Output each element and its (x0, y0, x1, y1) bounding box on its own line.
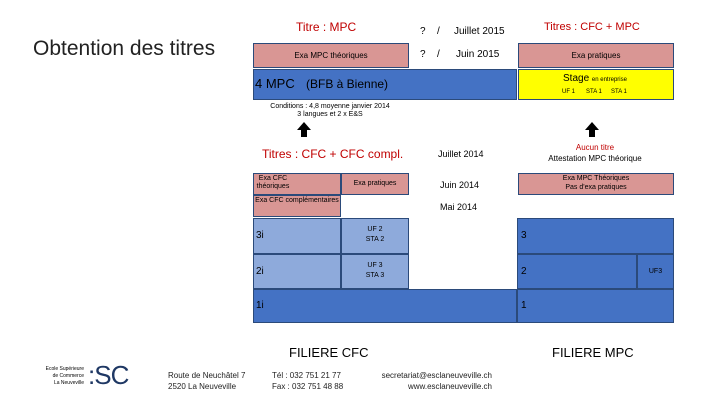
footer-contact: secretariat@esclaneuveville.ch www.escla… (360, 370, 492, 392)
footer-phone: Tél : 032 751 21 77 Fax : 032 751 48 88 (272, 370, 343, 392)
year4-mpc-place: (BFB à Bienne) (306, 77, 389, 91)
cfc-mpc-practical-box (518, 43, 674, 68)
fax-text: Fax : 032 751 48 88 (272, 382, 344, 391)
filiere-mpc-label: FILIERE MPC (552, 345, 634, 360)
cfc-row-3i-sta: STA 2 (365, 236, 385, 243)
no-title-exa-line2: Pas d'exa pratiques (565, 184, 627, 191)
cfc-row-1i (253, 289, 517, 323)
cfc-compl-title: Titres : CFC + CFC compl. (262, 147, 404, 161)
mpc-row-3 (517, 218, 674, 254)
mpc-theoretical-exams-label: Exa MPC théoriques (294, 51, 368, 60)
conditions-line1: Conditions : 4,8 moyenne janvier 2014 (270, 103, 390, 110)
mpc-row-1-label: 1 (521, 300, 527, 311)
phone-text: Tél : 032 751 21 77 (272, 371, 341, 380)
logo-line1: Ecole Supérieure (45, 366, 84, 372)
logo-mark: :SC (88, 360, 129, 390)
mpc-date-q2: ? (420, 49, 426, 60)
cfc-row-2i-stage (341, 254, 409, 289)
cfc-row-3i (253, 218, 341, 254)
mpc-row-2 (517, 254, 637, 289)
cfc-mpc-title: Titres : CFC + MPC (544, 21, 640, 33)
exa-cfc-theoretical-label: Exa CFC théoriques (256, 175, 290, 190)
stage-label: Stage en entreprise (563, 73, 627, 84)
cfc-row-1i-label: 1i (256, 300, 264, 311)
mpc-row-2-label: 2 (521, 266, 527, 277)
exa-cfc-complementary-label: Exa CFC complémentaires (255, 197, 339, 204)
mpc-row-3-label: 3 (521, 230, 527, 241)
mpc-date-q1: ? (420, 26, 426, 37)
no-title-line2: Attestation MPC théorique (548, 154, 642, 163)
address-line1: Route de Neuchâtel 7 (168, 371, 246, 380)
stage-title: Stage (563, 73, 590, 84)
filiere-cfc-label: FILIERE CFC (289, 345, 369, 360)
mpc-row-2-uf: UF3 (648, 268, 663, 275)
mpc-theoretical-exams-box (253, 43, 409, 68)
exa-practical-label: Exa pratiques (353, 180, 397, 187)
mpc-date-july: Juillet 2015 (454, 26, 505, 37)
cfc-row-2i (253, 254, 341, 289)
cfc-row-2i-uf: UF 3 (367, 262, 383, 269)
no-title-exa-box (518, 173, 674, 195)
cfc-row-3i-uf: UF 2 (367, 226, 383, 233)
page-title: Obtention des titres (33, 37, 216, 60)
stage-box (518, 69, 674, 100)
mpc-date-june: Juin 2015 (456, 49, 500, 60)
logo-line3: La Neuveville (53, 380, 84, 386)
web-link[interactable]: www.esclaneuveville.ch (407, 382, 492, 391)
mpc-row-2-uf3-box (637, 254, 674, 289)
address-line2: 2520 La Neuveville (168, 382, 237, 391)
cfc-row-3i-stage (341, 218, 409, 254)
exa-cfc-theoretical-box (253, 173, 341, 195)
mpc-date-slash1: / (437, 26, 440, 37)
stage-sta1a: STA 1 (586, 89, 602, 95)
exa-cfc-complementary-box (253, 195, 341, 217)
year4-mpc-bar (253, 69, 517, 100)
cfc-row-2i-sta: STA 3 (365, 272, 385, 279)
cfc-row-3i-label: 3i (256, 230, 264, 241)
cfc-date-july: Juillet 2014 (438, 149, 484, 159)
email-link[interactable]: secretariat@esclaneuveville.ch (381, 371, 492, 380)
conditions-line2: 3 langues et 2 x E&S (297, 111, 363, 118)
mpc-row-1 (517, 289, 674, 323)
cfc-mpc-practical-label: Exa pratiques (571, 51, 621, 60)
no-title-line1: Aucun titre (575, 143, 615, 152)
no-title-exa-line1: Exa MPC Théoriques (562, 175, 630, 182)
cfc-date-may: Mai 2014 (440, 202, 478, 212)
stage-sta1b: STA 1 (611, 89, 627, 95)
mpc-title: Titre : MPC (296, 20, 357, 34)
cfc-date-june: Juin 2014 (440, 180, 480, 190)
exa-practical-box (341, 173, 409, 195)
year4-mpc-label: 4 MPC (255, 76, 295, 91)
cfc-row-2i-label: 2i (256, 266, 264, 277)
stage-uf1: UF 1 (562, 89, 576, 95)
logo-line2: de Commerce (52, 373, 84, 379)
mpc-date-slash2: / (437, 49, 440, 60)
school-logo: Ecole Supérieure de Commerce La Neuvevil… (30, 360, 130, 398)
stage-subtitle: en entreprise (591, 77, 627, 83)
footer-address: Route de Neuchâtel 7 2520 La Neuveville (168, 370, 245, 392)
